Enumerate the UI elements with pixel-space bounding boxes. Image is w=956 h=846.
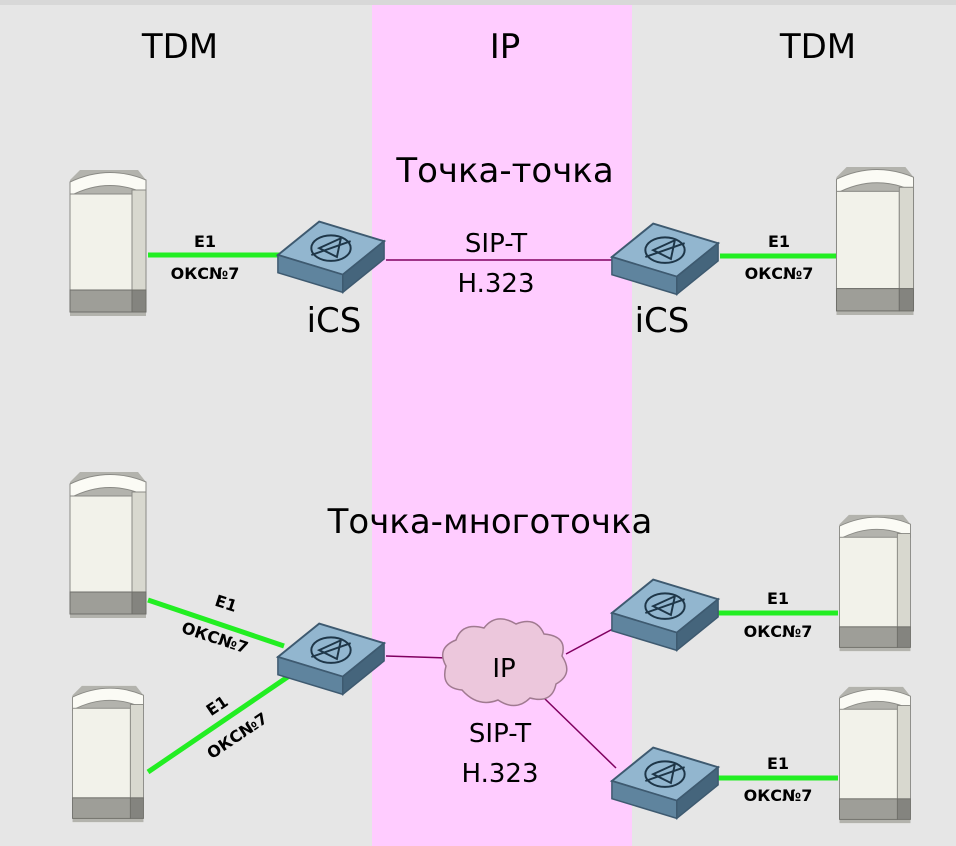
server-icon bbox=[72, 685, 144, 823]
server-icon bbox=[835, 166, 915, 316]
zone-header-right: TDM bbox=[779, 27, 856, 67]
p2p-link-left-signaling: ОКС№7 bbox=[171, 264, 240, 283]
p2mp-ip-link-left bbox=[385, 655, 449, 659]
p2mp-ip-link-bottom bbox=[543, 697, 617, 769]
tdm-zone-left bbox=[0, 5, 372, 846]
p2p-ip-protocol-1: SIP-T bbox=[465, 229, 527, 259]
p2mp-link-right-bottom-e1: E1 bbox=[767, 754, 789, 773]
p2mp-link-right-top-signaling: ОКС№7 bbox=[744, 622, 813, 641]
p2mp-ip-protocol-2: H.323 bbox=[462, 759, 539, 789]
gateway-label-left: iCS bbox=[307, 301, 362, 341]
p2mp-link-right-top-e1: E1 bbox=[767, 589, 789, 608]
p2p-link-right-e1: E1 bbox=[768, 232, 790, 251]
p2p-link-right-signaling: ОКС№7 bbox=[745, 264, 814, 283]
server-icon bbox=[839, 686, 911, 824]
ip-cloud-icon bbox=[441, 618, 568, 707]
server-icon bbox=[839, 514, 911, 652]
p2mp-tdm-link-left-top bbox=[147, 597, 285, 649]
p2p-ip-protocol-2: H.323 bbox=[458, 269, 535, 299]
p2mp-title: Точка-многоточка bbox=[327, 502, 653, 542]
p2mp-cloud-label: IP bbox=[492, 654, 515, 684]
p2mp-link-right-bottom-signaling: ОКС№7 bbox=[744, 786, 813, 805]
zone-header-left: TDM bbox=[141, 27, 218, 67]
ip-zone bbox=[372, 5, 632, 846]
p2mp-ip-protocol-1: SIP-T bbox=[469, 719, 531, 749]
zone-header-middle: IP bbox=[490, 27, 521, 67]
p2p-title: Точка-точка bbox=[395, 151, 613, 191]
server-icon bbox=[69, 471, 147, 619]
p2p-link-left-e1: E1 bbox=[194, 232, 216, 251]
p2mp-tdm-link-left-bottom bbox=[146, 671, 294, 775]
server-icon bbox=[69, 169, 147, 317]
gateway-label-right: iCS bbox=[635, 301, 690, 341]
